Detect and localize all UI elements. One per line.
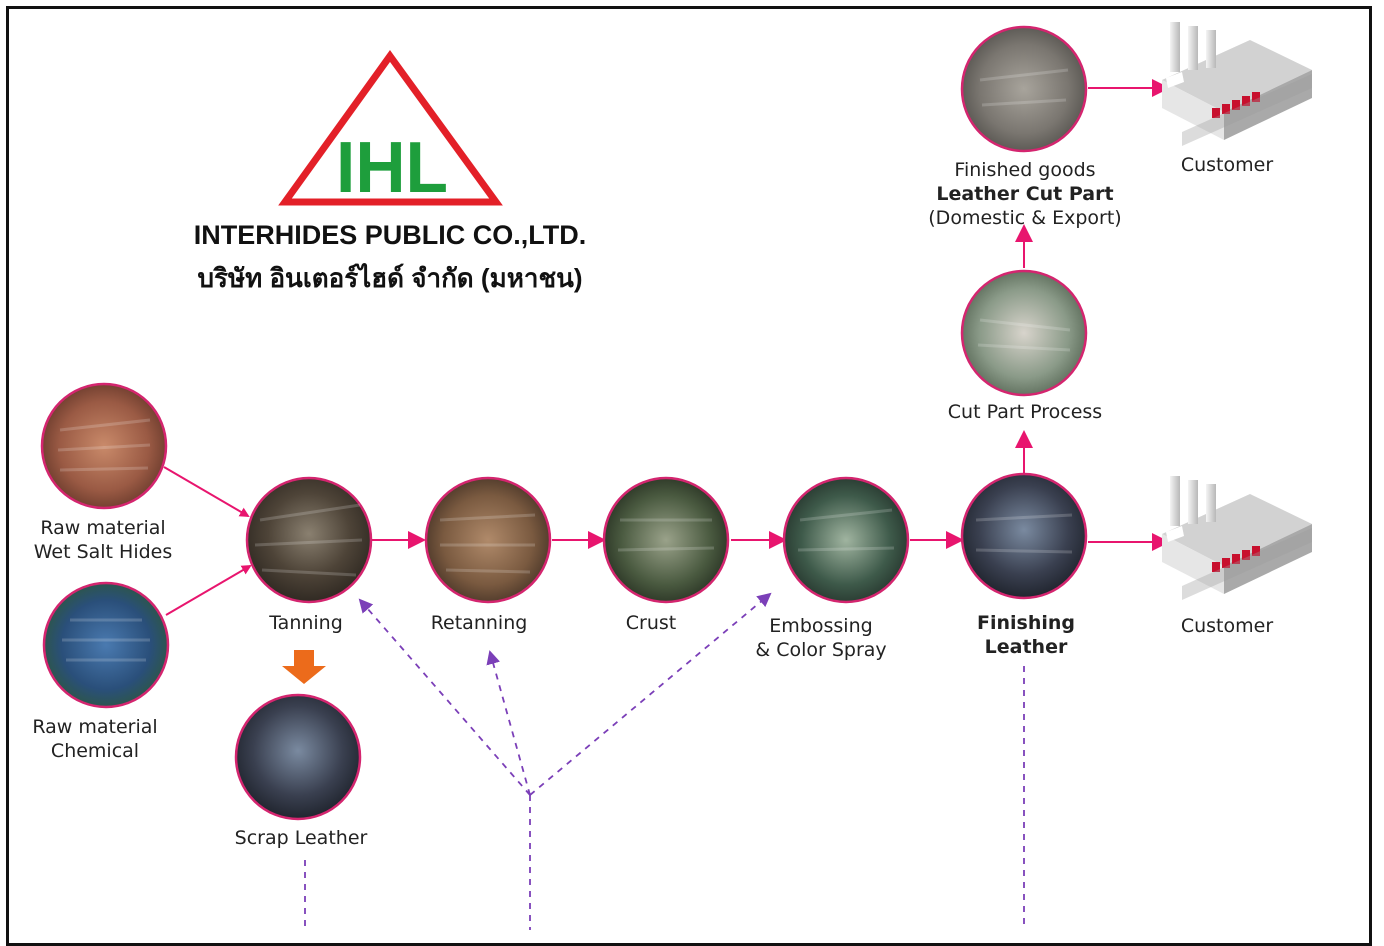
tanning-photo bbox=[245, 476, 373, 604]
label-line: Wet Salt Hides bbox=[33, 541, 173, 563]
label-finished-goods: Finished goods Leather Cut Part (Domesti… bbox=[928, 158, 1121, 230]
label-embossing: Embossing & Color Spray bbox=[755, 614, 886, 662]
arrow-hides-to-tanning bbox=[163, 466, 250, 518]
cut-part-photo bbox=[960, 269, 1088, 397]
finishing-leather-photo bbox=[960, 472, 1088, 600]
crust-photo bbox=[602, 476, 730, 604]
finished-goods-photo bbox=[960, 25, 1088, 153]
dashed-to-retanning bbox=[486, 650, 531, 796]
label-line: Finished goods bbox=[954, 159, 1096, 181]
embossing-photo bbox=[782, 476, 910, 604]
label-retanning: Retanning bbox=[430, 612, 528, 634]
label-line: (Domestic & Export) bbox=[928, 207, 1122, 229]
company-name-th: บริษัท อินเตอร์ไฮด์ จำกัด (มหาชน) bbox=[197, 263, 583, 293]
logo-mark: IHL bbox=[336, 128, 448, 208]
label-customer-bottom: Customer bbox=[1180, 615, 1274, 637]
customer-factory-icon-bottom bbox=[1162, 476, 1312, 600]
label-line: Chemical bbox=[50, 740, 140, 762]
retanning-photo bbox=[424, 476, 552, 604]
flow-arrows bbox=[163, 79, 1170, 616]
label-scrap-leather: Scrap Leather bbox=[234, 827, 368, 849]
ihl-logo: IHL bbox=[278, 50, 503, 208]
label-customer-top: Customer bbox=[1180, 154, 1274, 176]
company-name-en: INTERHIDES PUBLIC CO.,LTD. bbox=[193, 220, 587, 250]
logo-triangle bbox=[278, 50, 503, 206]
label-line: Leather bbox=[984, 636, 1068, 658]
chemical-photo bbox=[42, 581, 170, 709]
label-tanning: Tanning bbox=[269, 612, 343, 634]
label-wet-salt-hides: Raw material Wet Salt Hides bbox=[34, 516, 173, 564]
label-cut-part-process: Cut Part Process bbox=[947, 401, 1103, 423]
label-line: Raw material bbox=[32, 716, 158, 738]
customer-factory-icon-top bbox=[1162, 22, 1312, 146]
dashed-to-embossing bbox=[529, 592, 772, 796]
process-circles bbox=[40, 25, 1088, 821]
label-line: & Color Spray bbox=[755, 639, 887, 661]
label-line-bold: Leather Cut Part bbox=[936, 183, 1114, 205]
label-finishing-leather: Finishing Leather bbox=[977, 611, 1075, 659]
scrap-down-arrow bbox=[282, 650, 326, 684]
label-chemical: Raw material Chemical bbox=[32, 715, 157, 763]
label-crust: Crust bbox=[625, 612, 677, 634]
label-line: Raw material bbox=[40, 517, 166, 539]
photo-texture bbox=[57, 68, 1073, 662]
dashed-links bbox=[304, 592, 1025, 930]
label-line: Finishing bbox=[976, 612, 1076, 634]
scrap-leather-photo bbox=[234, 693, 362, 821]
arrow-chemical-to-tanning bbox=[165, 564, 252, 616]
label-line: Embossing bbox=[769, 615, 873, 637]
wet-salt-hides-photo bbox=[40, 382, 168, 510]
